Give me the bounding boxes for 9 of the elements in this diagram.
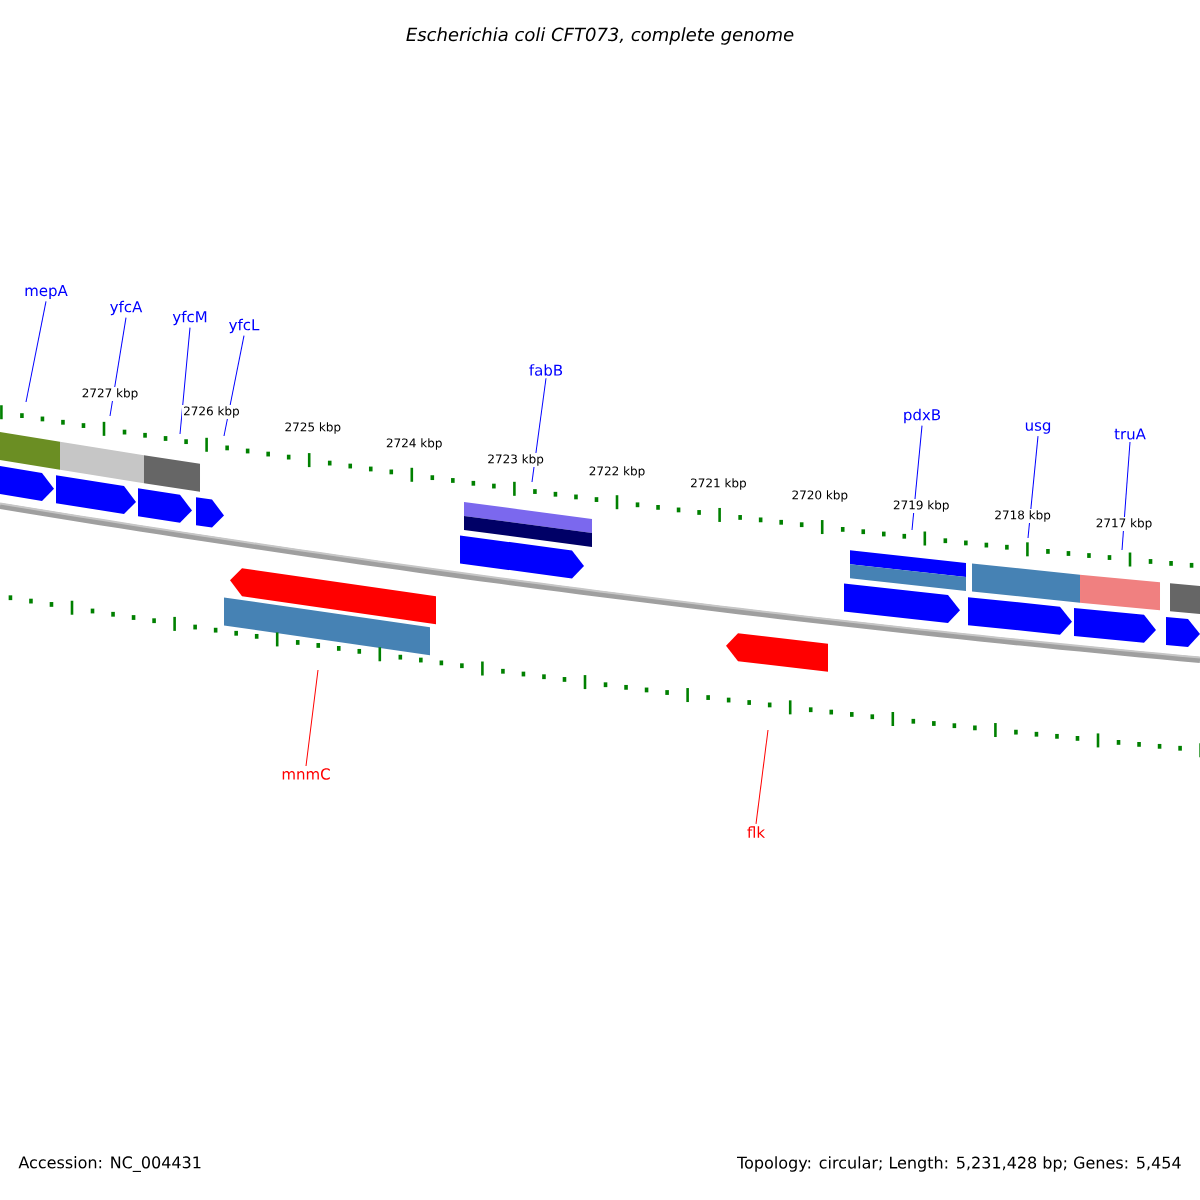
leader-line: [755, 729, 769, 825]
leader-line: [911, 425, 923, 531]
leader-line: [305, 669, 319, 767]
leader-line: [25, 300, 47, 403]
footer-text: Topology: circular; Length: 5,231,428 bp; Genes: 5,454: [737, 1156, 1181, 1172]
leader-line: [1121, 441, 1131, 551]
title: Escherichia coli CFT073, complete genome: [406, 27, 794, 45]
footer-text: Accession: NC_004431: [18, 1156, 201, 1172]
leader-line: [179, 327, 191, 435]
